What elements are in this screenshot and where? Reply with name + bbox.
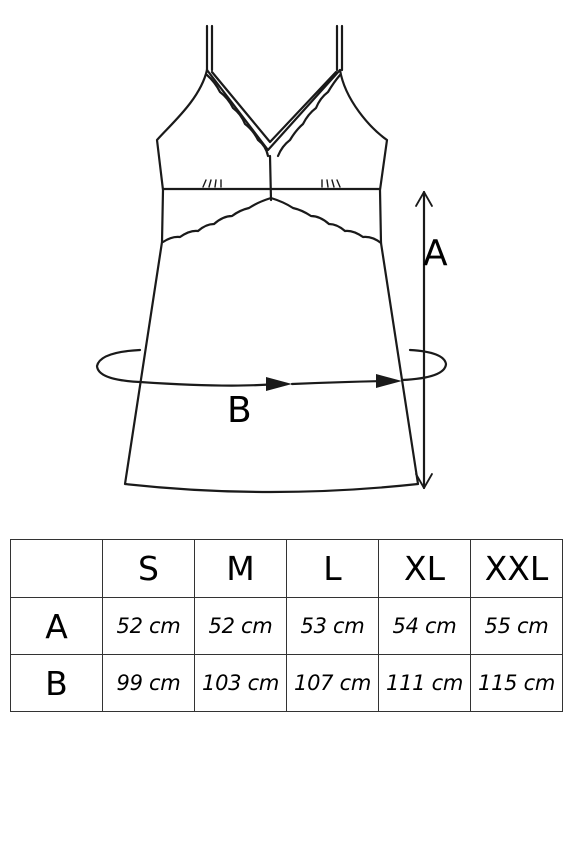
size-header-s: S — [102, 539, 195, 598]
measure-b-arrow-2 — [376, 374, 402, 388]
neckline-lace — [205, 73, 342, 158]
measure-a-arrow-top — [415, 191, 433, 207]
table-corner-cell — [10, 539, 103, 598]
neckline — [205, 68, 342, 152]
right-strap — [335, 24, 344, 72]
value-b-m: 103 cm — [194, 654, 287, 712]
garment-diagram: A B — [95, 24, 448, 494]
value-a-xxl: 55 cm — [470, 597, 563, 655]
dress-outline — [123, 68, 420, 494]
underbust-lace — [161, 196, 383, 245]
value-b-s: 99 cm — [102, 654, 195, 712]
size-table: S M L XL XXL A 52 cm 52 cm 53 cm 54 cm 5… — [10, 539, 563, 712]
center-seam — [268, 154, 273, 202]
size-header-l: L — [286, 539, 379, 598]
row-label-b: B — [10, 654, 103, 712]
table-row: B 99 cm 103 cm 107 cm 111 cm 115 cm — [10, 654, 563, 712]
gather-marks-right — [321, 179, 341, 188]
measure-b-arrow-1 — [266, 377, 292, 391]
size-header-xxl: XXL — [470, 539, 563, 598]
value-a-s: 52 cm — [102, 597, 195, 655]
measure-b-loop-left — [95, 348, 277, 387]
value-a-m: 52 cm — [194, 597, 287, 655]
table-header-row: S M L XL XXL — [10, 539, 563, 598]
value-a-l: 53 cm — [286, 597, 379, 655]
value-b-xxl: 115 cm — [470, 654, 563, 712]
size-header-xl: XL — [378, 539, 471, 598]
value-b-xl: 111 cm — [378, 654, 471, 712]
measure-a-arrow-bottom — [415, 473, 433, 489]
size-header-m: M — [194, 539, 287, 598]
label-a: A — [423, 233, 448, 274]
table-row: A 52 cm 52 cm 53 cm 54 cm 55 cm — [10, 597, 563, 655]
gather-marks-left — [202, 179, 222, 188]
row-label-a: A — [10, 597, 103, 655]
value-a-xl: 54 cm — [378, 597, 471, 655]
left-strap — [205, 24, 214, 72]
label-b: B — [227, 390, 252, 431]
value-b-l: 107 cm — [286, 654, 379, 712]
